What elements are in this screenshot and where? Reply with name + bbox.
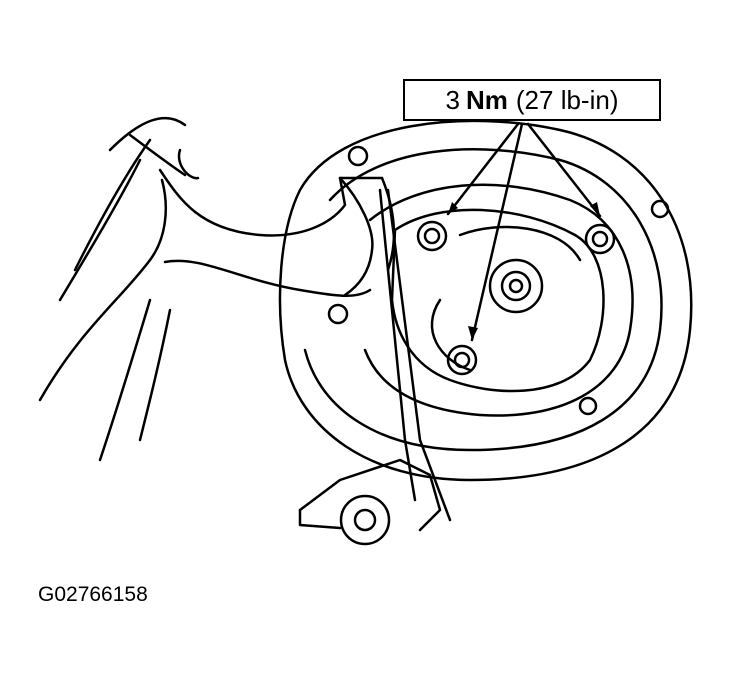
- hub-nut-bottom: [446, 344, 478, 376]
- hub-nut-left: [416, 220, 448, 252]
- clutch-hub-plate: [390, 208, 605, 393]
- torque-leader-arrows: [446, 122, 602, 342]
- center-hub: [488, 258, 544, 314]
- ratchet-tool: [298, 188, 452, 546]
- hand: [38, 116, 187, 462]
- housing-bolts: [327, 145, 670, 416]
- torque-value: 3: [445, 84, 460, 115]
- pulley-housing: [278, 119, 693, 482]
- torque-unit: Nm: [465, 84, 508, 115]
- holding-wrench: [158, 148, 396, 298]
- hub-nut-right: [584, 223, 616, 255]
- arrow-heads: [448, 202, 600, 340]
- torque-callout: 3 Nm (27 lb-in): [403, 79, 661, 121]
- figure-id: G02766158: [38, 583, 148, 606]
- torque-alt-value: (27 lb-in): [515, 84, 619, 115]
